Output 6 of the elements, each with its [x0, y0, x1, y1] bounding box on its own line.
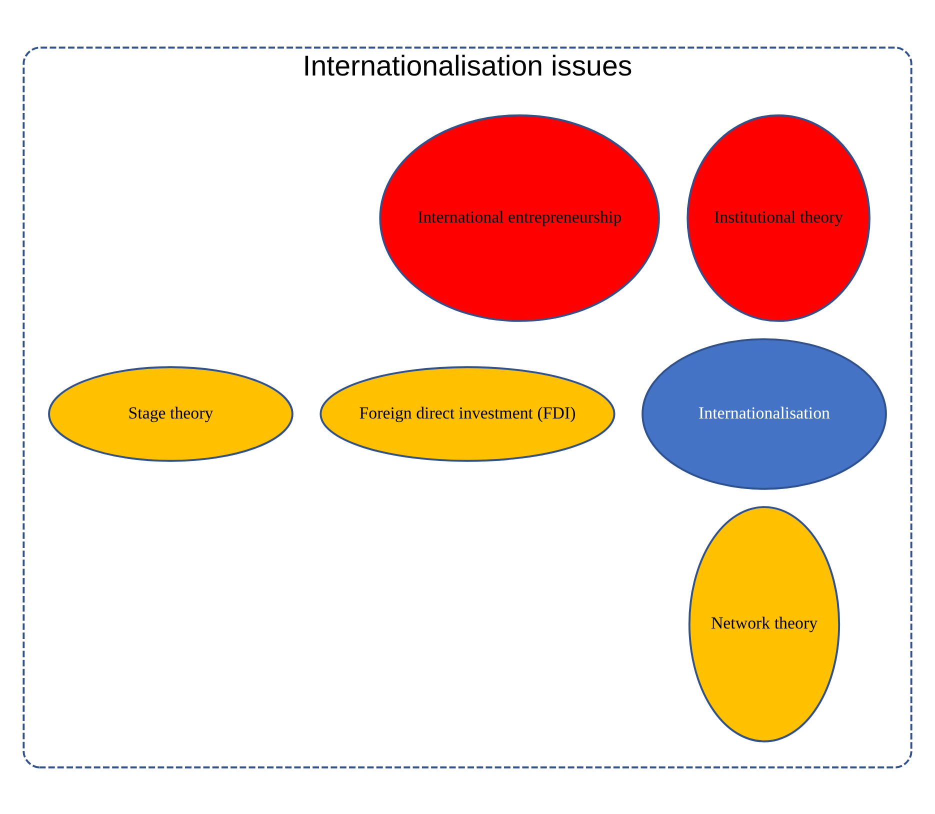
node-ellipse: International entrepreneurship — [379, 114, 660, 322]
node-ellipse: Stage theory — [48, 366, 294, 462]
node-ellipse: Institutional theory — [686, 114, 870, 322]
node-ellipse: Foreign direct investment (FDI) — [320, 366, 616, 462]
node-ellipse: Internationalisation — [642, 338, 887, 490]
node-ellipse: Network theory — [688, 506, 840, 742]
